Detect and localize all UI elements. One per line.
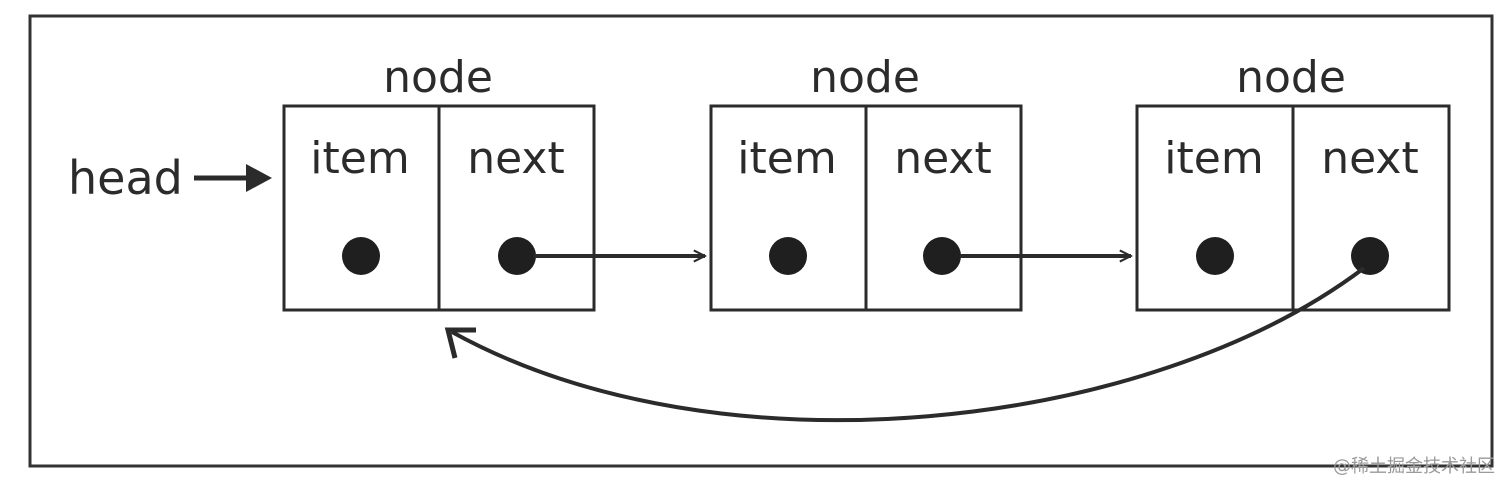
node-3: node item next	[1135, 52, 1451, 312]
head-label: head	[68, 151, 183, 205]
node-1-next-dot	[498, 237, 536, 275]
node-2-next-label: next	[894, 133, 991, 184]
node-1-title: node	[383, 52, 493, 103]
head-arrow-head	[246, 164, 272, 192]
node-1: node item next	[282, 52, 596, 312]
node-3-title: node	[1236, 52, 1346, 103]
node-2: node item next	[709, 52, 1023, 312]
node-1-next-label: next	[467, 133, 564, 184]
node-3-item-label: item	[1164, 133, 1263, 184]
circular-back-arrow-head	[444, 327, 476, 359]
diagram-frame	[28, 14, 1494, 468]
node-1-item-dot	[342, 237, 380, 275]
node-3-next-label: next	[1321, 133, 1418, 184]
circular-back-arrow	[451, 266, 1366, 423]
watermark-text: @稀土掘金技术社区	[1333, 456, 1495, 477]
node-3-next-dot	[1351, 237, 1389, 275]
node-2-item-dot	[769, 237, 807, 275]
node-3-item-dot	[1196, 237, 1234, 275]
node-2-item-label: item	[737, 133, 836, 184]
node-2-next-dot	[923, 237, 961, 275]
node-2-title: node	[810, 52, 920, 103]
node-1-item-label: item	[310, 133, 409, 184]
